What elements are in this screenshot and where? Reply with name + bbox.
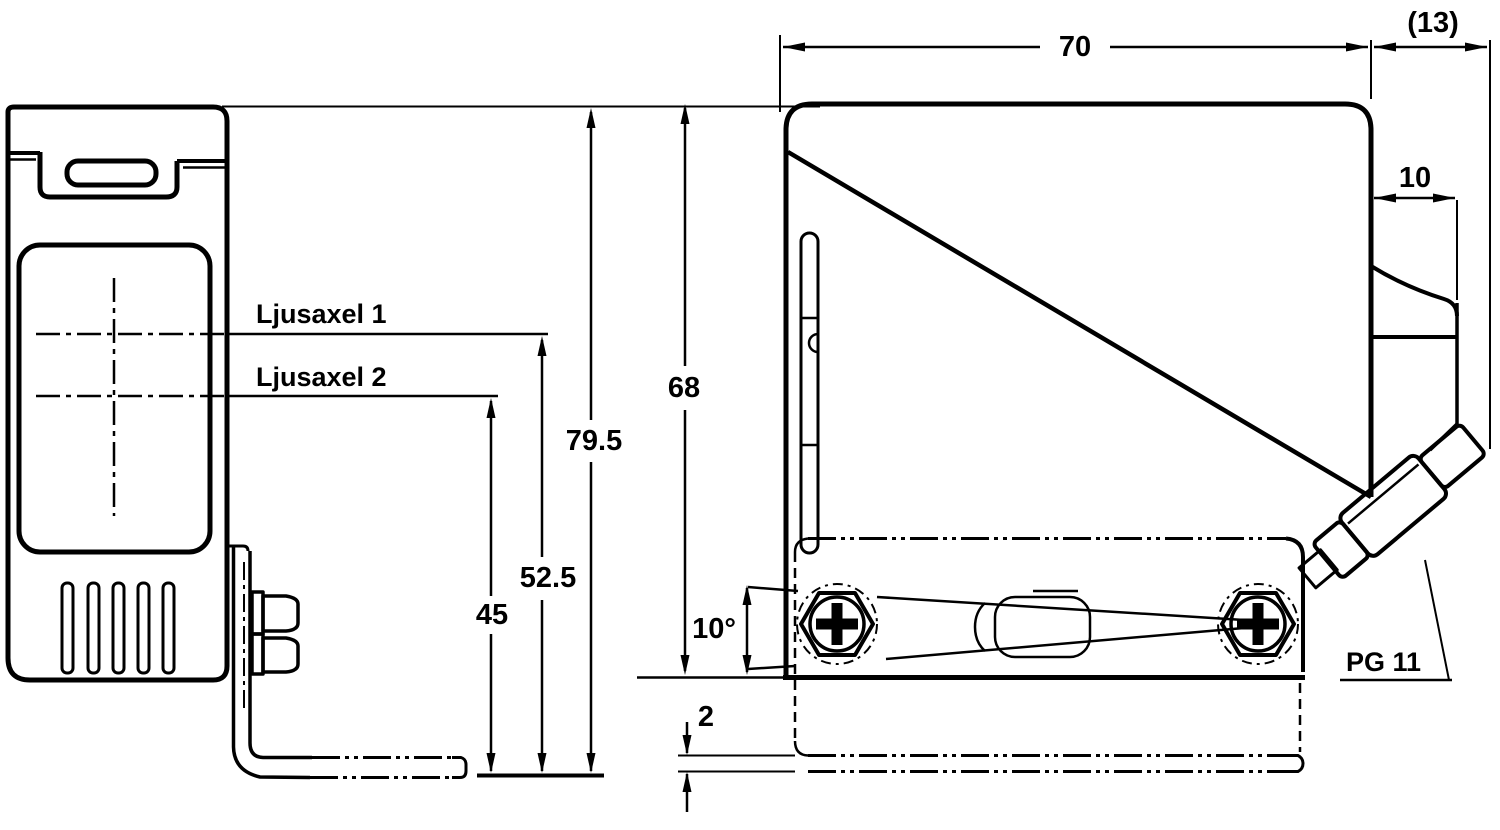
side-view-dimensions: 70 (13) 10 68 10° [668,7,1491,812]
dimension-79-5: 79.5 [566,108,622,773]
phillips-cross-icon [1237,603,1279,645]
front-view-dimensions: Ljusaxel 1 Ljusaxel 2 45 52.5 79.5 [222,105,820,778]
mounting-screw-left [796,583,878,665]
dimension-10-degrees: 10° [692,585,752,675]
svg-text:10: 10 [1399,162,1431,194]
adjuster-barrel [973,589,1092,659]
hex-bolt-1 [250,590,300,636]
dimension-52-5: 52.5 [520,336,576,773]
cable-gland-callout: PG 11 [1340,559,1452,682]
lens-window [16,242,213,555]
tilt-wedge-lines [747,585,1245,671]
cable-gland [1297,423,1486,590]
svg-text:52.5: 52.5 [520,562,576,594]
svg-text:70: 70 [1059,31,1091,63]
mounting-bracket-side [678,536,1305,773]
mounting-screw-right [1217,583,1299,665]
phillips-cross-icon [816,603,858,645]
light-axis-1-label: Ljusaxel 1 [256,299,387,329]
rear-cover [1369,264,1459,452]
light-axis-2-label: Ljusaxel 2 [256,362,387,392]
svg-text:(13): (13) [1407,7,1459,39]
svg-text:68: 68 [668,372,700,404]
front-view [5,104,468,780]
mounting-bracket-front [227,544,468,780]
dimension-13-ref: (13) [1374,7,1487,52]
svg-text:2: 2 [698,701,714,733]
latch [8,151,227,200]
sensor-body-front [5,104,230,683]
lens-face-diagonal [786,150,1373,499]
svg-text:79.5: 79.5 [566,425,622,457]
latch-slot [64,158,159,188]
dimension-10-rear: 10 [1374,162,1458,300]
hex-bolt-2 [250,632,300,676]
side-view [637,101,1486,773]
light-axis-crosshairs [36,278,227,516]
dimension-45: 45 [476,398,508,773]
sensor-body-side [783,101,1374,677]
cable-gland-label: PG 11 [1346,647,1421,677]
dimension-70: 70 [783,31,1368,63]
side-slot [799,231,820,555]
dimension-2: 2 [682,701,714,812]
vent-slots [60,581,176,675]
svg-text:45: 45 [476,599,508,631]
dimension-68: 68 [668,104,700,675]
svg-text:10°: 10° [692,613,736,645]
